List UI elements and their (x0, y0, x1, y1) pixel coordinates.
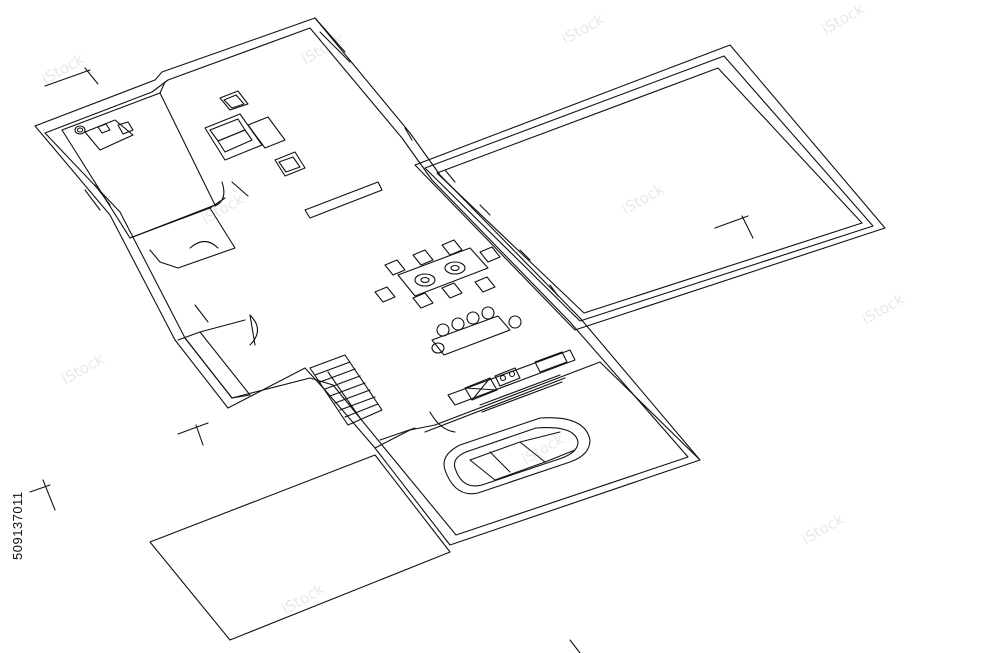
living-furniture (204, 90, 383, 219)
stock-image-id: 509137011 (10, 491, 25, 560)
office-furniture (74, 119, 134, 151)
driveway (149, 454, 451, 641)
door-swings (189, 181, 456, 433)
car (443, 417, 591, 495)
section-markers (29, 67, 581, 653)
dining-set (374, 239, 501, 309)
window-marks (444, 169, 559, 297)
kitchen-counter (447, 349, 576, 413)
pool (414, 44, 886, 331)
staircase (309, 354, 383, 426)
kitchen-island (431, 306, 522, 356)
house-walls (34, 17, 701, 546)
